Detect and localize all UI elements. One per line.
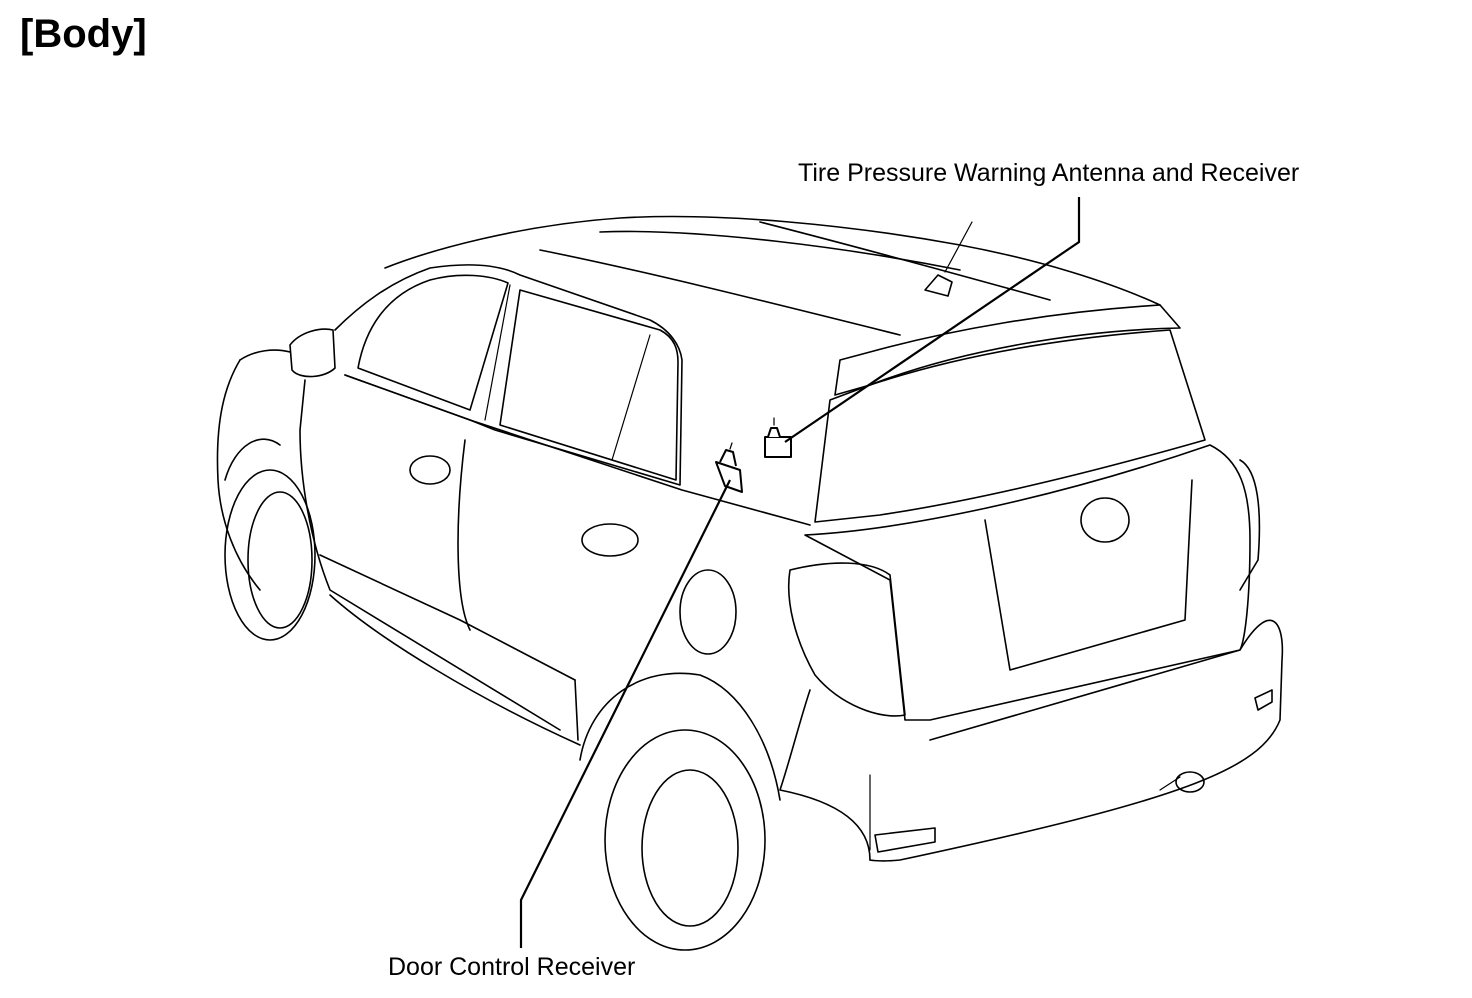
tpwar-leader-line: [784, 197, 1081, 443]
car-body-outline: [216, 215, 1284, 951]
tpwar-callout-label: Tire Pressure Warning Antenna and Receiv…: [798, 159, 1300, 187]
section-title: [Body]: [20, 12, 147, 56]
dcr-callout-label: Door Control Receiver: [388, 953, 636, 981]
door-control-receiver-icon: [715, 442, 743, 493]
tpwar-component-icon: [764, 417, 792, 458]
dcr-leader-line: [519, 479, 731, 948]
